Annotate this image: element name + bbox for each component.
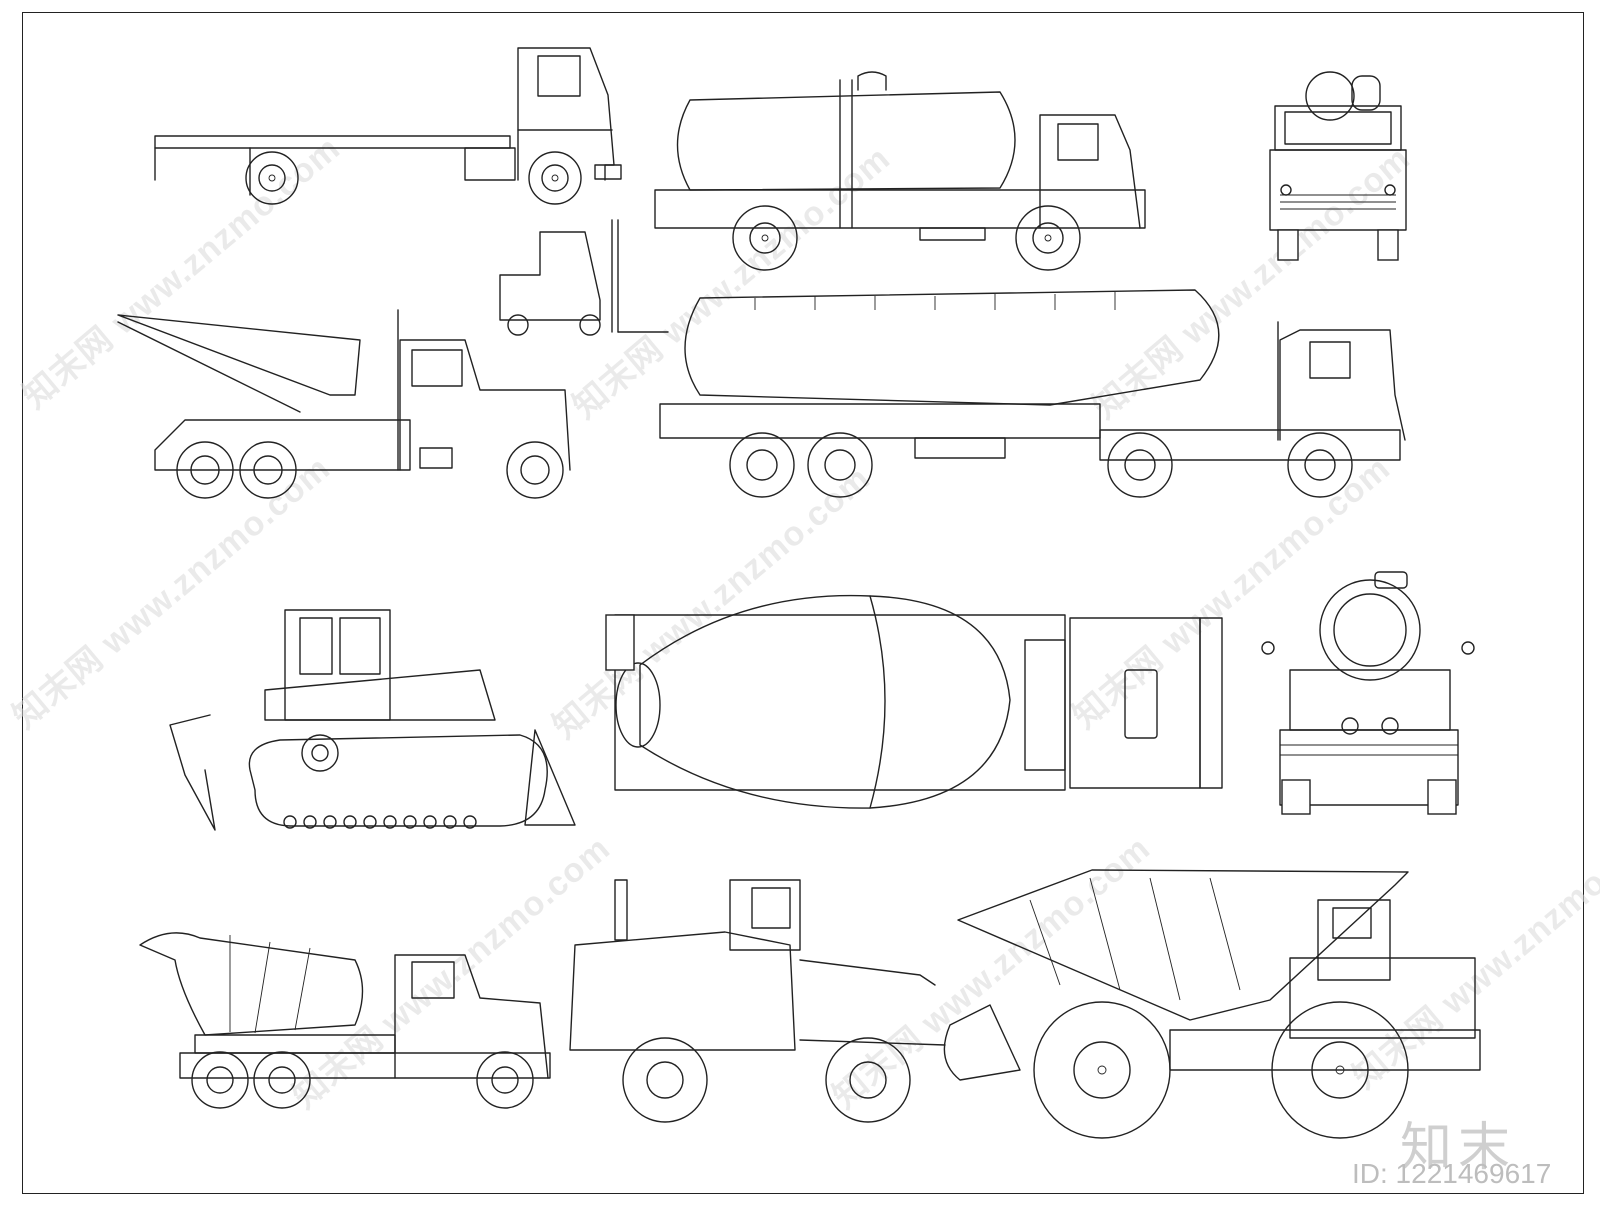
dump-truck bbox=[957, 869, 1481, 1139]
brand-logo: 知末 bbox=[1400, 1118, 1517, 1178]
wheel-loader bbox=[569, 879, 1021, 1123]
bulldozer bbox=[169, 609, 576, 831]
mixer-truck-side bbox=[139, 932, 551, 1109]
tanker-truck-side bbox=[654, 71, 1146, 271]
image-id-label: ID: 1221469617 bbox=[1352, 1158, 1552, 1189]
mixer-truck-rear bbox=[1261, 571, 1475, 815]
drawing-frame bbox=[22, 12, 1584, 1194]
semi-tanker bbox=[659, 289, 1406, 498]
mixer-truck-top bbox=[605, 594, 1223, 809]
tanker-truck-front bbox=[1269, 71, 1407, 261]
tow-truck bbox=[117, 309, 571, 499]
flatbed-truck bbox=[154, 47, 622, 205]
forklift bbox=[499, 219, 669, 336]
